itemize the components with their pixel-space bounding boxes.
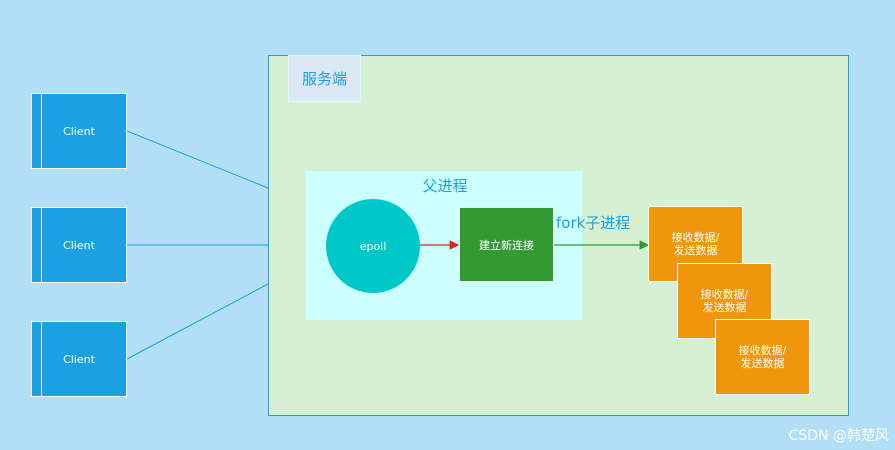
epoll-label: epoll (359, 239, 387, 253)
watermark: CSDN @韩楚风 (788, 428, 889, 444)
client-box-1: Client (31, 93, 127, 169)
server-label: 服务端 (288, 55, 361, 102)
client-label: Client (63, 352, 95, 366)
new-connection-label: 建立新连接 (479, 238, 534, 252)
parent-process-label: 父进程 (422, 177, 468, 195)
worker-box-3: 接收数据/ 发送数据 (715, 319, 810, 395)
worker-label-line2: 发送数据 (702, 301, 747, 314)
worker-label-line2: 发送数据 (673, 244, 718, 257)
worker-label-line1: 接收数据/ (671, 231, 720, 244)
worker-label-line1: 接收数据/ (700, 288, 749, 301)
new-connection-node: 建立新连接 (459, 207, 554, 282)
fork-label: fork子进程 (556, 214, 631, 232)
worker-label-line1: 接收数据/ (738, 344, 787, 357)
client-label: Client (63, 238, 95, 252)
client-box-2: Client (31, 207, 127, 283)
client-box-divider (41, 321, 42, 397)
client-1-link (126, 130, 269, 189)
worker-label-line2: 发送数据 (740, 357, 785, 370)
epoll-node: epoll (326, 199, 420, 293)
client-box-3: Client (31, 321, 127, 397)
client-box-divider (41, 207, 42, 283)
client-3-link (126, 283, 269, 360)
client-label: Client (63, 124, 95, 138)
client-box-divider (41, 93, 42, 169)
